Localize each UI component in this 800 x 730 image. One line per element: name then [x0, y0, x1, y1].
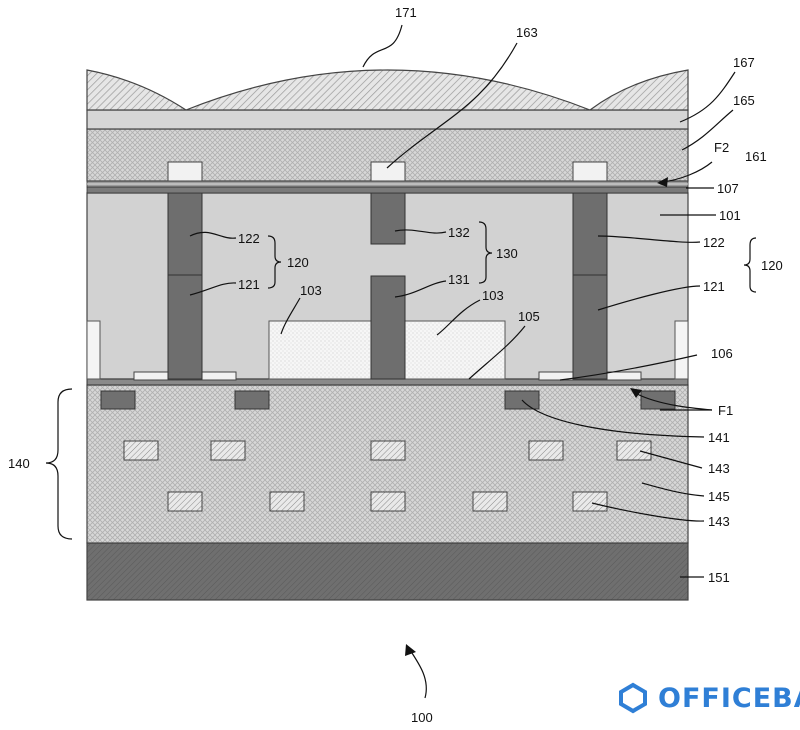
label-106: 106: [711, 346, 733, 361]
wiring-pad: [472, 491, 508, 512]
brace-120-right: [743, 237, 757, 293]
label-122-left: 122: [238, 231, 260, 246]
via-122-right: [572, 192, 608, 276]
wiring-pad: [167, 491, 203, 512]
label-121-right: 121: [703, 279, 725, 294]
leader-lines: [189, 24, 736, 699]
f2-arrowhead: [657, 177, 668, 187]
via-121-right: [572, 274, 608, 380]
wiring-pad: [370, 440, 406, 461]
via-131: [370, 275, 406, 380]
label-107: 107: [717, 181, 739, 196]
wiring-row-lower: [167, 491, 608, 512]
brace-130: [478, 221, 493, 284]
watermark: OFFICEBA: [618, 680, 800, 716]
label-171: 171: [395, 5, 417, 20]
f1-arrow-line: [636, 393, 713, 411]
side-element-left: [86, 320, 101, 380]
electrode: [640, 390, 676, 410]
reference-labels: 171 163 167 165 F2 161 107 101 122 120 1…: [8, 5, 783, 725]
label-161: 161: [745, 149, 767, 164]
label-163: 163: [516, 25, 538, 40]
brace-120-left: [267, 235, 282, 289]
label-103-right: 103: [482, 288, 504, 303]
substrate-151: [86, 542, 689, 601]
wiring-pad: [572, 491, 608, 512]
electrode: [100, 390, 136, 410]
label-131: 131: [448, 272, 470, 287]
arrow-100-head: [405, 644, 416, 656]
side-element-right: [674, 320, 689, 380]
wiring-pad: [123, 440, 159, 461]
pad: [167, 161, 203, 182]
label-105: 105: [518, 309, 540, 324]
wiring-pad: [269, 491, 305, 512]
wiring-layer-145: [86, 384, 689, 544]
pad: [370, 161, 406, 182]
via-121-left: [167, 274, 203, 380]
label-121-left: 121: [238, 277, 260, 292]
label-f1: F1: [718, 403, 733, 418]
electrode: [234, 390, 270, 410]
label-101: 101: [719, 208, 741, 223]
via-120-left: [167, 192, 203, 380]
wiring-pad: [528, 440, 564, 461]
via-122-left: [167, 192, 203, 276]
label-122-right: 122: [703, 235, 725, 250]
label-130: 130: [496, 246, 518, 261]
label-103-left: 103: [300, 283, 322, 298]
braces: [45, 221, 757, 540]
wiring-pad: [370, 491, 406, 512]
label-167: 167: [733, 55, 755, 70]
label-151: 151: [708, 570, 730, 585]
label-f2: F2: [714, 140, 729, 155]
pads-163: [167, 161, 608, 182]
layer-167: [86, 109, 689, 130]
label-143-lower: 143: [708, 514, 730, 529]
lens-layer-171: [86, 69, 689, 111]
film-107: [86, 186, 689, 194]
wiring-pad: [210, 440, 246, 461]
label-143-upper: 143: [708, 461, 730, 476]
via-120-right: [572, 192, 608, 380]
element-103-right: [404, 320, 506, 380]
label-120-left: 120: [287, 255, 309, 270]
electrodes-141: [100, 390, 676, 410]
label-145: 145: [708, 489, 730, 504]
label-140: 140: [8, 456, 30, 471]
label-141: 141: [708, 430, 730, 445]
watermark-text: OFFICEBA: [658, 682, 800, 714]
via-132: [370, 192, 406, 245]
wiring-pad: [616, 440, 652, 461]
element-103-left: [268, 320, 372, 380]
brace-140: [45, 388, 73, 540]
pad: [572, 161, 608, 182]
label-132: 132: [448, 225, 470, 240]
label-120-right: 120: [761, 258, 783, 273]
watermark-logo-icon: [619, 682, 647, 714]
wiring-row-upper: [123, 440, 652, 461]
f1-arrowhead: [630, 388, 642, 398]
label-100: 100: [411, 710, 433, 725]
label-165: 165: [733, 93, 755, 108]
